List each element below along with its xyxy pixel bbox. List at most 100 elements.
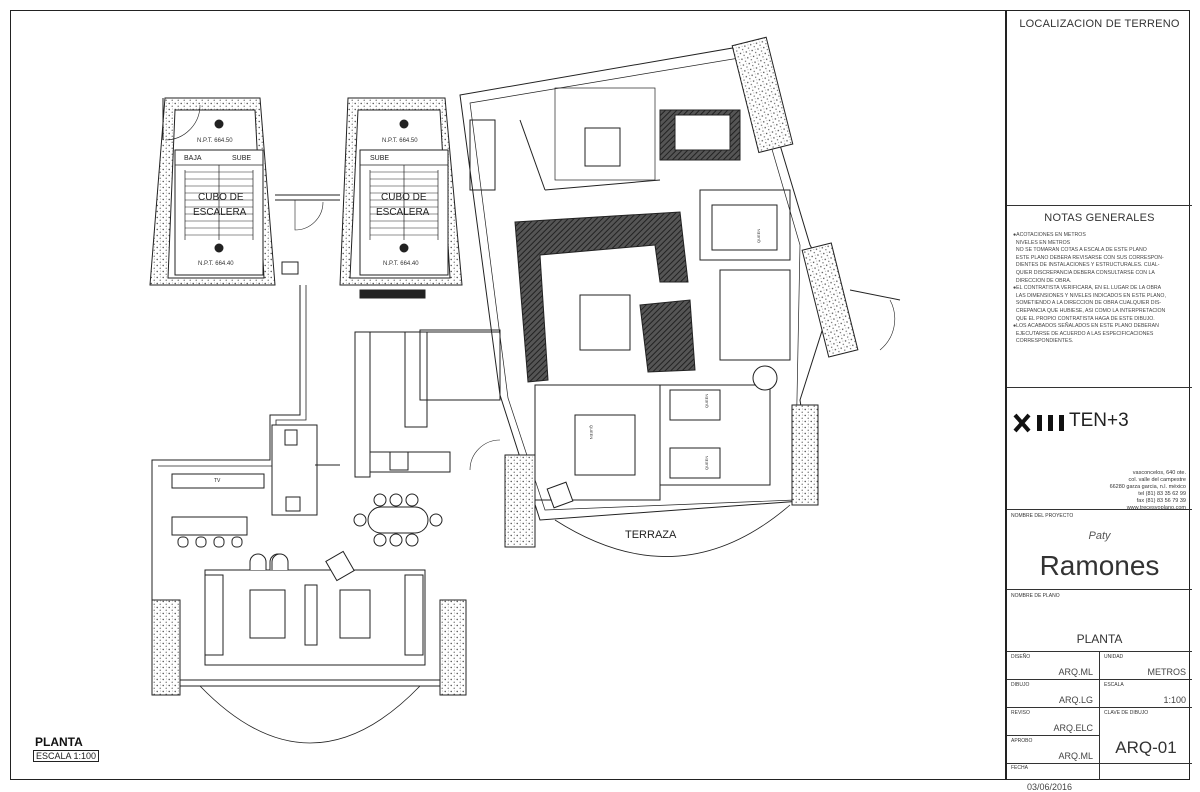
logo-section: TEN+3 vasconcelos, 640 ote.col. valle de… [1007,388,1192,512]
title-block: LOCALIZACION DE TERRENO NOTAS GENERALES … [1005,10,1192,792]
note-line: ESTE PLANO DEBERA REVISARSE CON SUS CORR… [1013,254,1164,261]
logo-text: TEN+3 [1069,410,1129,431]
plan-name-label: NOMBRE DE PLANO [1011,593,1060,599]
dining-chair [389,533,403,547]
escala-value: 1:100 [1163,695,1186,705]
reviso-value: ARQ.ELC [1053,723,1093,733]
npt-label: N.P.T. 664.40 [383,261,419,267]
escala-cell: ESCALA 1:100 [1100,680,1192,708]
living-area [151,285,500,744]
diseno-value: ARQ.ML [1058,667,1093,677]
address-line: 66280 garza garcia, n.l. méxico [1109,484,1186,490]
floor-plan: N.P.T. 664.50 N.P.T. 664.50 N.P.T. 664.4… [149,36,901,744]
sube-label: SUBE [370,155,389,162]
npt-label: N.P.T. 664.50 [197,138,233,144]
project-subtitle: Paty [1088,530,1111,542]
diseno-label: DISEÑO [1011,654,1031,660]
stool [195,536,207,548]
aprobo-cell: APROBO ARQ.ML [1007,736,1100,764]
dining-chair [353,513,367,527]
logo-mark-icon [1013,413,1064,433]
note-line: DIENTES DE INSTALACIONES Y ESTRUCTURALES… [1013,262,1160,269]
corridor [275,194,340,275]
queen-label: QUEEN [704,456,709,470]
address-block: vasconcelos, 640 ote.col. valle del camp… [1110,470,1186,512]
note-line: NO SE TOMARAN COTAS A ESCALA DE ESTE PLA… [1013,247,1147,254]
note-line: ●EL CONTRATISTA VERIFICARA, EN EL LUGAR … [1013,285,1162,292]
clave-value: ARQ-01 [1115,738,1177,757]
note-line: LAS DIMENSIONES Y NIVELES INDICADOS EN E… [1013,292,1166,299]
address-line: fax (81) 83 56 79 39 [1136,498,1186,504]
note-line: CREPANCIA QUE HUBIESE, ASI COMO LA INTER… [1013,307,1166,314]
note-line: EJECUTARSE DE ACUERDO A LAS ESPECIFICACI… [1013,330,1154,337]
dining-chair [373,493,387,507]
dining-chair [389,493,403,507]
note-line: NIVELES EN METROS [1013,239,1071,246]
reviso-cell: REVISO ARQ.ELC [1007,708,1100,736]
address-line: col. valle del campestre [1128,477,1186,483]
note-line: ●LOS ACABADOS SEÑALADOS EN ESTE PLANO DE… [1013,323,1159,330]
dining-chair [373,533,387,547]
unidad-value: METROS [1147,667,1186,677]
fecha-value: 03/06/2016 [1027,782,1073,792]
bedroom-wing [151,36,901,696]
drawing-sheet-border [10,10,1190,780]
note-line: QUE EL PROPIO CONTRATISTA HAGA DE ESTE D… [1013,315,1155,322]
clave-cell: CLAVE DE DIBUJO ARQ-01 [1100,708,1192,764]
lounge-chair [249,553,267,570]
note-line: DIRECCION DE OBRA. [1013,277,1072,284]
note-line: QUIER DISCREPANCIA DEBERA CONSULTARSE CO… [1013,269,1155,276]
aprobo-value: ARQ.ML [1058,751,1093,761]
notes-section: NOTAS GENERALES ●ACOTACIONES EN METROS N… [1007,206,1192,388]
project-name: Ramones [1039,550,1160,581]
sube-label: SUBE [232,155,251,162]
dining-chair [429,513,443,527]
stair-label-line2: ESCALERA [376,207,430,218]
stool [177,536,189,548]
unidad-cell: UNIDAD METROS [1100,652,1192,680]
stool [231,536,243,548]
tv-label: TV [214,478,221,484]
dibujo-value: ARQ.LG [1058,695,1093,705]
npt-label: N.P.T. 664.50 [382,138,418,144]
dibujo-cell: DIBUJO ARQ.LG [1007,680,1100,708]
dining-chair [405,493,419,507]
stool [213,536,225,548]
location-title: LOCALIZACION DE TERRENO [1019,18,1180,30]
stair-label-line1: CUBO DE [198,192,244,203]
location-section: LOCALIZACION DE TERRENO [1007,10,1192,206]
project-label: NOMBRE DEL PROYECTO [1011,513,1074,519]
diseno-cell: DISEÑO ARQ.ML [1007,652,1100,680]
project-section: NOMBRE DEL PROYECTO Paty Ramones [1007,510,1192,590]
dibujo-label: DIBUJO [1011,682,1030,688]
stair-tower-right [339,97,463,299]
reviso-label: REVISO [1011,710,1030,716]
escala-label: ESCALA [1104,682,1124,688]
note-line: ●ACOTACIONES EN METROS [1013,232,1086,238]
address-line: tel (81) 83 35 62 99 [1138,491,1186,497]
npt-label: N.P.T. 664.40 [198,261,234,267]
unidad-label: UNIDAD [1104,654,1124,660]
stair-tower-left [149,97,276,286]
dining-chair [405,533,419,547]
stair-label-line2: ESCALERA [193,207,247,218]
lounge-chair [271,553,289,570]
notes-list: ●ACOTACIONES EN METROS NIVELES EN METROS… [1013,232,1188,346]
plan-name: PLANTA [1076,632,1123,646]
notes-title: NOTAS GENERALES [1044,212,1155,224]
stair-label-line1: CUBO DE [381,192,427,203]
note-line: CORRESPONDIENTES. [1013,338,1074,345]
fecha-cell: FECHA [1007,764,1100,780]
aprobo-label: APROBO [1011,738,1033,744]
queen-label: QUEEN [589,425,594,439]
fecha-label: FECHA [1011,765,1028,771]
baja-label: BAJA [184,155,202,162]
plan-name-section: NOMBRE DE PLANO PLANTA [1007,590,1192,652]
queen-label: QUEEN [704,394,709,408]
address-line: www.trecesvoplano.com [1126,505,1186,511]
clave-label: CLAVE DE DIBUJO [1104,710,1149,716]
note-line: SOMETIENDO A LA DIRECCION DE OBRA CUALQU… [1013,300,1162,307]
plan-scale: ESCALA 1:100 [33,750,100,762]
queen-label: QUEEN [756,229,761,243]
address-line: vasconcelos, 640 ote. [1132,470,1186,476]
